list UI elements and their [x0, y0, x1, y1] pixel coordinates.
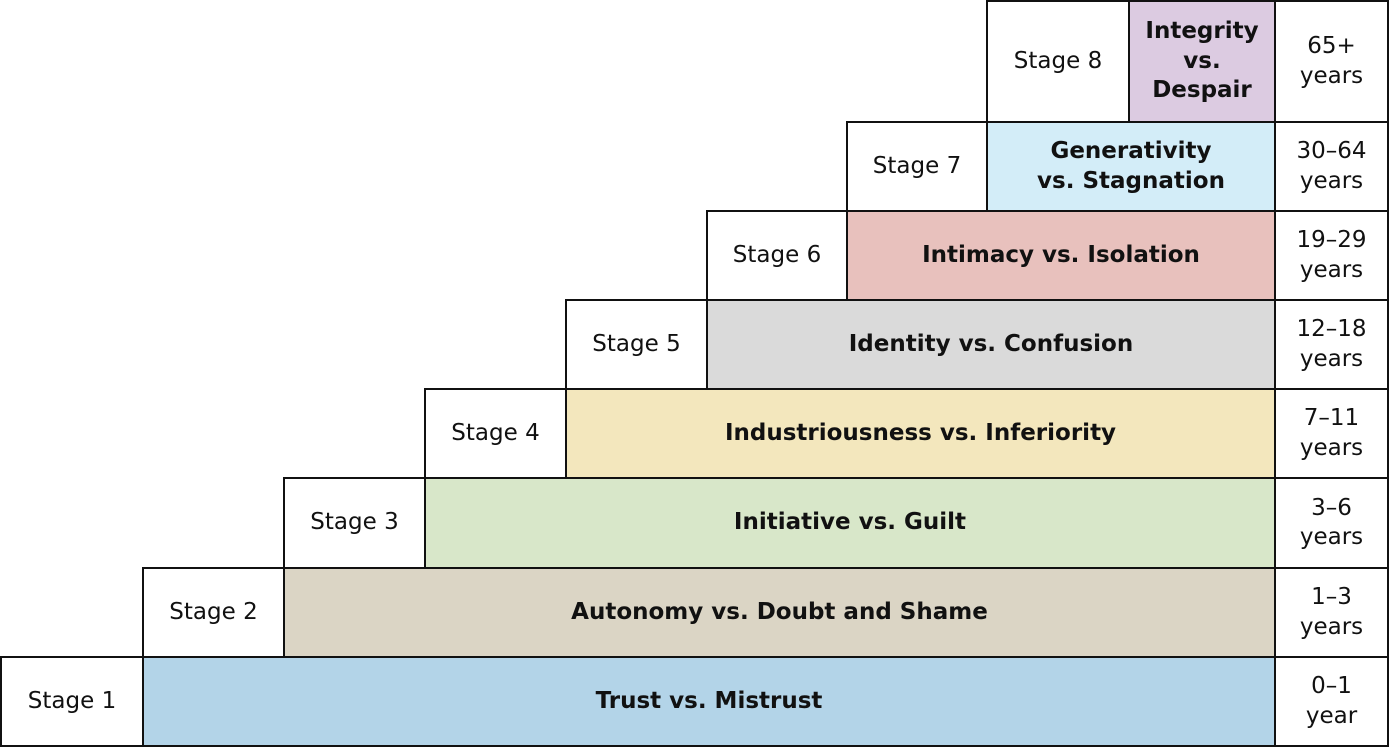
stage-2-label: Stage 2 [142, 567, 285, 658]
stage-2-crisis: Autonomy vs. Doubt and Shame [283, 567, 1276, 658]
stage-8-label: Stage 8 [986, 0, 1130, 123]
stage-4-label: Stage 4 [424, 388, 567, 479]
stage-8-crisis: Integrity vs. Despair [1128, 0, 1276, 123]
stage-4-crisis: Industriousness vs. Inferiority [565, 388, 1276, 479]
stage-3-crisis: Initiative vs. Guilt [424, 477, 1276, 569]
stage-7-crisis: Generativity vs. Stagnation [986, 121, 1276, 212]
stage-2-age: 1–3 years [1274, 567, 1389, 658]
stage-1-age: 0–1 year [1274, 656, 1389, 747]
stage-1-label: Stage 1 [0, 656, 144, 747]
stage-8-age: 65+ years [1274, 0, 1389, 123]
stage-6-crisis: Intimacy vs. Isolation [846, 210, 1276, 301]
stage-7-label: Stage 7 [846, 121, 988, 212]
stage-5-age: 12–18 years [1274, 299, 1389, 390]
stage-1-crisis: Trust vs. Mistrust [142, 656, 1276, 747]
stage-4-age: 7–11 years [1274, 388, 1389, 479]
stage-6-age: 19–29 years [1274, 210, 1389, 301]
stage-5-label: Stage 5 [565, 299, 708, 390]
stage-6-label: Stage 6 [706, 210, 848, 301]
stage-5-crisis: Identity vs. Confusion [706, 299, 1276, 390]
stage-3-age: 3–6 years [1274, 477, 1389, 569]
stage-7-age: 30–64 years [1274, 121, 1389, 212]
stage-3-label: Stage 3 [283, 477, 426, 569]
